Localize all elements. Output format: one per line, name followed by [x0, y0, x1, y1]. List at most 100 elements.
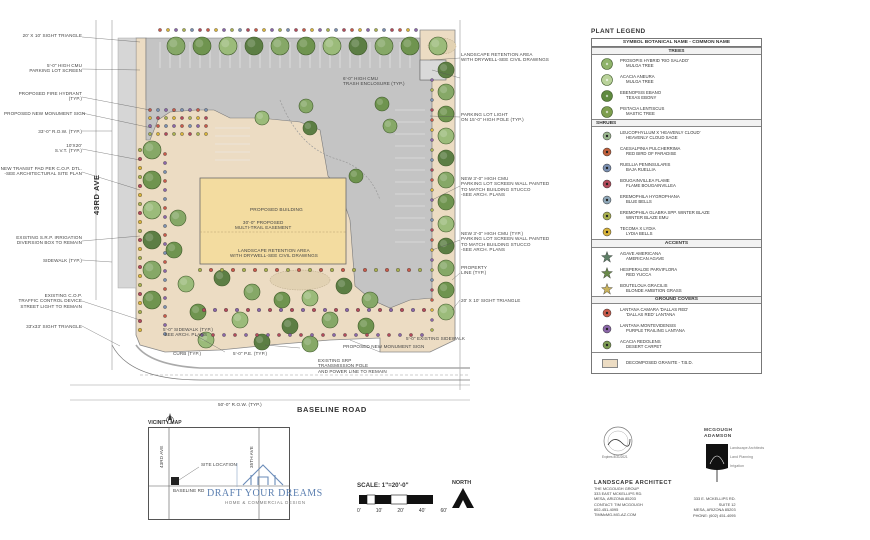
plan-shrub [288, 333, 292, 337]
plan-tree [437, 83, 455, 101]
plan-shrub [172, 116, 176, 120]
note-sight-triangle-33: 33'x33' SIGHT TRIANGLE [26, 324, 82, 329]
easement-label: 30'-0" PROPOSED MULTI-TRAIL EASEMENT [235, 220, 292, 231]
plan-tree [348, 36, 368, 56]
plan-shrub [430, 238, 434, 242]
plan-tree [166, 36, 186, 56]
plan-shrub [430, 138, 434, 142]
plan-tree [218, 36, 238, 56]
building-label: PROPOSED BUILDING [250, 208, 303, 213]
plan-shrub [158, 28, 162, 32]
plan-shrub [188, 132, 192, 136]
plan-shrub [389, 308, 393, 312]
ginkgo-leaf-icon [706, 444, 728, 482]
legend-botanical: ACACIA ANEURA [620, 74, 655, 80]
note-traffic-device: EXISTING C.O.P. TRAFFIC CONTROL DEVICE S… [18, 293, 82, 309]
note-sight-triangle-right: 20' X 10' SIGHT TRIANGLE [461, 298, 521, 303]
plan-tree [301, 335, 319, 353]
note-curb: CURB (TYP.) [173, 351, 202, 356]
plan-shrub [138, 310, 142, 314]
legend-botanical: BOUGAINVILLEA FLAME [620, 178, 670, 184]
legend-item: EREMOPHILA GLABRA SPP. WINTER BLAZE WINT… [592, 207, 761, 223]
plan-shrub [341, 268, 345, 272]
plan-shrub [277, 333, 281, 337]
firm-services: Landscape Architects Land Planning Irrig… [730, 446, 765, 468]
shrubs-layer [138, 28, 434, 337]
plan-tree [192, 36, 212, 56]
plan-shrub [198, 28, 202, 32]
plan-shrub [163, 251, 167, 255]
legend-box: SYMBOL BOTANICAL NAME - COMMON NAME TREE… [591, 38, 762, 374]
legend-item: AGAVE AMERICANA AMERICAN AGAVE [592, 248, 761, 264]
note-transit-pad: NEW TRANSIT PAD PER C.O.P. DTL. -SEE ARC… [0, 166, 82, 177]
plan-shrub [365, 333, 369, 337]
plan-tree [281, 317, 299, 335]
plan-shrub [206, 28, 210, 32]
plan-tree [302, 120, 318, 136]
plan-shrub [406, 28, 410, 32]
plan-shrub [430, 188, 434, 192]
legend-item: LANTANA CAMARA 'DALLAS RED' 'DALLAS RED'… [592, 304, 761, 320]
plan-shrub [242, 268, 246, 272]
plan-shrub [264, 268, 268, 272]
legend-botanical: LANTANA MONTEVIDENSIS [620, 322, 677, 328]
plan-shrub [312, 308, 316, 312]
note-screen-wall-1: NEW 3'-0" HIGH CMU PARKING LOT SCREEN WA… [461, 176, 550, 198]
plan-shrub [138, 184, 142, 188]
note-monument-sign: PROPOSED NEW MONUMENT SIGN [4, 111, 86, 116]
plan-shrub [352, 268, 356, 272]
plan-shrub [196, 108, 200, 112]
architect-line-2: 333 EAST MCKELLIPS RD. [594, 491, 643, 497]
plan-tree [142, 230, 162, 250]
plan-shrub [163, 224, 167, 228]
note-existing-sidewalk: 5'-0" EXISTING SIDEWALK [406, 336, 466, 341]
note-lot-light: PARKING LOT LIGHT ON 15'-0" HIGH POLE (T… [461, 112, 524, 123]
plan-shrub [220, 268, 224, 272]
plan-shrub [196, 132, 200, 136]
plan-shrub [400, 308, 404, 312]
plan-shrub [367, 308, 371, 312]
legend-common: MULGA TREE [626, 79, 654, 85]
vicinity-title: VICINITY MAP [148, 420, 182, 426]
note-sidewalk: SIDEWALK (TYP.) [42, 258, 82, 263]
addr-line-3: MESA, ARIZONA 85203 [693, 507, 736, 513]
plan-shrub [310, 333, 314, 337]
plan-tree [437, 193, 455, 211]
scale-tick-0: 0' [357, 508, 361, 514]
plan-shrub [163, 206, 167, 210]
legend-symbol-icon [601, 145, 613, 157]
site-location-marker [171, 477, 179, 485]
plan-shrub [270, 28, 274, 32]
scale-tick-10: 10' [375, 508, 383, 514]
legend-item: ACACIA REDOLENS DESERT CARPET [592, 336, 761, 352]
trees-layer [142, 36, 455, 353]
note-monument-sign-bottom: PROPOSED NEW MONUMENT SIGN [343, 344, 425, 349]
parking-asphalt [145, 37, 433, 309]
architect-line-3: MESA, ARIZONA 85203 [594, 496, 636, 502]
plan-tree [142, 200, 162, 220]
note-row-50: 50'-0" R.O.W. (TYP.) [218, 402, 262, 407]
legend-item: ACACIA ANEURA MULGA TREE [592, 71, 761, 87]
plan-shrub [163, 188, 167, 192]
plan-shrub [430, 88, 434, 92]
plan-shrub [204, 132, 208, 136]
plan-shrub [418, 268, 422, 272]
plan-shrub [278, 28, 282, 32]
plan-shrub [363, 268, 367, 272]
plan-tree [301, 289, 319, 307]
plan-tree [437, 303, 455, 321]
plan-shrub [411, 308, 415, 312]
plan-shrub [299, 333, 303, 337]
plan-shrub [138, 166, 142, 170]
plan-shrub [204, 108, 208, 112]
legend-common: RED BIRD OF PARADISE [626, 151, 677, 157]
plan-shrub [356, 308, 360, 312]
legend-common: PURPLE TRAILING LANTANA [626, 327, 685, 333]
vicinity-map: SITE LOCATION BASELINE RD 43RD AVE 35TH … [148, 427, 290, 520]
note-parking-screen: 5'-0" HIGH CMU PARKING LOT SCREEN [29, 63, 82, 74]
plan-tree [142, 170, 162, 190]
note-srp-pole: EXISTING SRP TRANSMISSION POLE AND POWER… [318, 358, 387, 374]
legend-common: 'DALLAS RED' LANTANA [626, 311, 676, 317]
plan-shrub [374, 28, 378, 32]
plan-shrub [138, 220, 142, 224]
